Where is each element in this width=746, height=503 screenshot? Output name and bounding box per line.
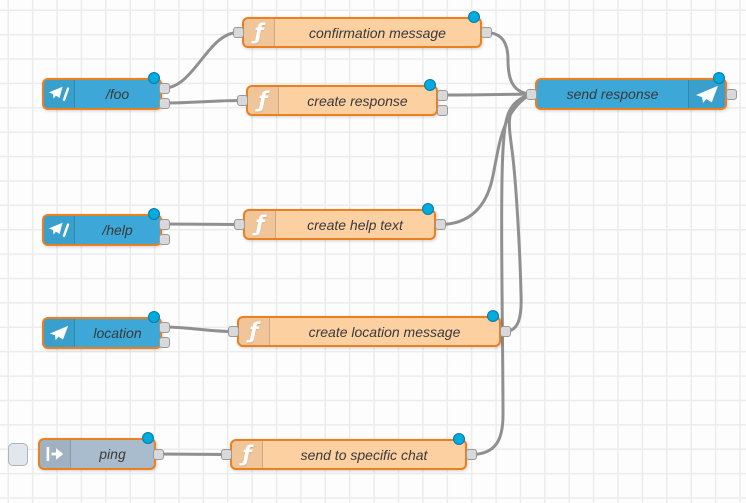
node-label: /foo	[105, 86, 130, 102]
function-icon: ƒ	[239, 318, 270, 345]
function-icon: ƒ	[248, 87, 279, 114]
wire-create-response-send-response[interactable]	[440, 92, 533, 97]
output-port-create-response-2[interactable]	[436, 104, 448, 116]
node-create-help-text[interactable]: ƒ create help text	[243, 203, 436, 240]
wire-location-create-location-message[interactable]	[162, 325, 235, 333]
node-label: create location message	[308, 323, 461, 340]
changed-badge	[424, 79, 436, 91]
output-port-foo-1[interactable]	[158, 82, 170, 94]
changed-badge	[468, 11, 480, 23]
node-label: create help text	[307, 216, 403, 233]
wire-location-message-send-response[interactable]	[503, 92, 533, 333]
changed-badge	[148, 208, 160, 220]
output-port-help-2[interactable]	[158, 233, 170, 245]
output-port-location-1[interactable]	[158, 321, 170, 333]
wire-foo-confirmation[interactable]	[162, 31, 240, 90]
output-port-send-response[interactable]	[725, 88, 737, 100]
input-port-create-response[interactable]	[236, 95, 248, 106]
node-location-receiver[interactable]: location	[42, 311, 162, 349]
node-label: confirmation message	[309, 24, 446, 41]
function-icon: ƒ	[244, 19, 275, 46]
input-port-send-response[interactable]	[525, 88, 537, 100]
node-ping-inject[interactable]: ping	[38, 432, 156, 470]
input-port-send-to-specific-chat[interactable]	[220, 449, 232, 460]
changed-badge	[713, 72, 725, 84]
input-port-confirmation-message[interactable]	[232, 27, 244, 38]
output-port-ping[interactable]	[152, 448, 164, 460]
node-confirmation-message[interactable]: ƒ confirmation message	[242, 11, 482, 48]
output-port-create-help-text[interactable]	[434, 219, 446, 230]
paper-plane-icon	[44, 319, 75, 347]
node-label: send response	[566, 86, 659, 102]
wire-ping-specific-chat[interactable]	[156, 452, 228, 456]
wire-help-create-help-text[interactable]	[162, 222, 241, 226]
wire-specific-chat-send-response[interactable]	[469, 92, 533, 456]
node-send-response[interactable]: send response	[535, 72, 727, 110]
output-port-create-response-1[interactable]	[436, 89, 448, 101]
output-port-help-1[interactable]	[158, 218, 170, 230]
inject-trigger-button[interactable]	[8, 443, 28, 466]
function-icon: ƒ	[245, 211, 276, 238]
node-label: /help	[102, 222, 133, 238]
changed-badge	[422, 203, 434, 215]
node-foo-command[interactable]: /foo	[42, 72, 162, 110]
inject-arrow-icon	[40, 440, 71, 468]
output-port-confirmation-message[interactable]	[480, 27, 492, 38]
function-icon: ƒ	[232, 441, 263, 468]
changed-badge	[453, 433, 465, 445]
output-port-location-2[interactable]	[158, 336, 170, 348]
paper-plane-icon	[688, 80, 725, 108]
node-label: send to specific chat	[300, 446, 428, 463]
changed-badge	[148, 311, 160, 323]
node-label: create response	[307, 92, 408, 109]
changed-badge	[148, 72, 160, 84]
input-port-create-help-text[interactable]	[233, 219, 245, 230]
telegram-command-icon	[44, 216, 75, 244]
telegram-command-icon	[44, 80, 75, 108]
node-label: ping	[99, 446, 126, 462]
wire-foo-create-response[interactable]	[162, 99, 244, 105]
input-port-create-location-message[interactable]	[227, 326, 239, 337]
node-help-command[interactable]: /help	[42, 208, 162, 246]
node-label: location	[93, 325, 142, 341]
output-port-create-location-message[interactable]	[499, 326, 511, 337]
changed-badge	[487, 310, 499, 322]
node-create-location-message[interactable]: ƒ create location message	[237, 310, 501, 347]
node-create-response[interactable]: ƒ create response	[246, 79, 438, 116]
changed-badge	[142, 432, 154, 444]
node-send-to-specific-chat[interactable]: ƒ send to specific chat	[230, 433, 467, 470]
output-port-foo-2[interactable]	[158, 97, 170, 109]
output-port-send-to-specific-chat[interactable]	[465, 449, 477, 460]
wire-confirmation-send-response[interactable]	[484, 31, 533, 96]
